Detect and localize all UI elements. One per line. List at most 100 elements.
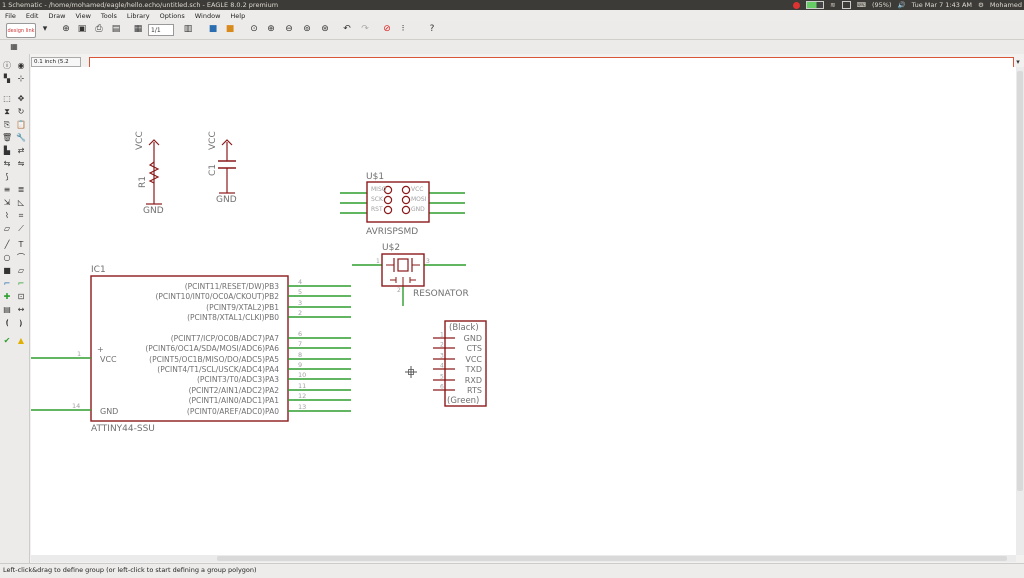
invoke-icon[interactable]: ▱ (3, 224, 11, 233)
group-select-icon[interactable]: ⬚ (3, 94, 11, 103)
warning-icon[interactable]: ▲ (17, 336, 25, 345)
move-icon[interactable]: ✥ (17, 94, 25, 103)
redo-icon[interactable]: ↷ (361, 24, 369, 34)
menu-options[interactable]: Options (159, 11, 185, 20)
value-icon[interactable]: ≣ (17, 185, 25, 194)
menu-tools[interactable]: Tools (100, 11, 117, 20)
go-icon[interactable]: ⁝ (401, 24, 405, 34)
command-history-chevron-icon[interactable]: ▾ (1016, 58, 1020, 66)
bluetooth-icon[interactable] (841, 1, 851, 9)
net-icon[interactable]: ⌐ (17, 279, 25, 288)
menu-library[interactable]: Library (126, 11, 150, 20)
optimize-icon[interactable]: ⌗ (18, 211, 24, 220)
ftdi-pin-number: 4 (440, 363, 444, 370)
wifi-icon[interactable]: ≋ (830, 1, 836, 9)
line-icon[interactable]: ⟋ (18, 224, 24, 233)
print-icon[interactable]: ⎙ (95, 24, 103, 34)
keyboard-icon[interactable]: ⌨ (856, 1, 866, 9)
copy-icon[interactable]: ⎘ (3, 120, 11, 129)
board-icon[interactable]: ■ (208, 24, 218, 34)
record-icon[interactable] (793, 1, 801, 9)
redraw-icon[interactable]: ⊚ (303, 24, 311, 34)
undo-icon[interactable]: ↶ (343, 24, 351, 34)
smash-icon[interactable]: ⇲ (3, 198, 11, 207)
mirror-icon[interactable]: ⧗ (4, 107, 10, 116)
circle-icon[interactable]: ○ (3, 253, 11, 262)
display-layers-icon[interactable]: ▚ (3, 74, 11, 83)
zoom-fit-icon[interactable]: ⊙ (250, 24, 258, 34)
attribute-icon[interactable]: ▤ (3, 305, 11, 314)
c1-part[interactable]: VCC C1 GND (208, 131, 237, 205)
pinswap-icon[interactable]: ⇆ (3, 159, 11, 168)
mark-icon[interactable]: ⊹ (17, 74, 25, 83)
miter-icon[interactable]: ◺ (17, 198, 25, 207)
rotate-icon[interactable]: ↻ (17, 107, 25, 116)
rectangle-icon[interactable]: ■ (3, 266, 11, 275)
horizontal-scrollbar[interactable] (31, 555, 1016, 562)
design-link-logo[interactable]: design link (6, 23, 36, 38)
arc-icon[interactable]: ⌒ (17, 253, 25, 262)
vertical-scrollbar[interactable] (1016, 67, 1024, 555)
ulp-icon[interactable]: ■ (225, 24, 235, 34)
sheet-icon[interactable]: ▦ (133, 24, 143, 34)
menu-help[interactable]: Help (230, 11, 246, 20)
wire-icon[interactable]: ╱ (4, 240, 10, 249)
zoom-out-icon[interactable]: ⊖ (285, 24, 293, 34)
info-icon[interactable]: ⓘ (3, 61, 11, 70)
ic1-pin-label: (PCINT2/AIN1/ADC2)PA2 (189, 386, 280, 395)
ic1-pin-number: 10 (298, 371, 306, 379)
schematic-canvas[interactable]: VCC R1 GND VCC C1 GND (31, 67, 1016, 555)
u2-part[interactable]: 1 3 2 U$2 RESONATOR (352, 243, 469, 306)
text-icon[interactable]: T (18, 240, 24, 249)
chevron-down-icon[interactable]: ▾ (42, 24, 48, 34)
save-icon[interactable]: ▣ (77, 24, 87, 34)
ic1-part[interactable]: 1 14 + VCC GND IC1 ATTINY44-SSU (PCINT11… (31, 265, 351, 434)
menu-draw[interactable]: Draw (48, 11, 66, 20)
cam-processor-icon[interactable]: ▤ (111, 24, 121, 34)
settings-gear-icon[interactable]: ⚙ (978, 1, 984, 9)
ic1-pin-number: 6 (298, 330, 302, 338)
bus-icon[interactable]: ⌐ (3, 279, 11, 288)
battery-text[interactable]: (95%) (871, 1, 892, 9)
schematic-drawing[interactable]: VCC R1 GND VCC C1 GND (31, 67, 1016, 555)
clock[interactable]: Tue Mar 7 1:43 AM (911, 1, 973, 9)
script-icon[interactable]: ▥ (183, 24, 193, 34)
menu-view[interactable]: View (75, 11, 91, 20)
grid-icon[interactable]: ▦ (10, 42, 18, 51)
help-icon[interactable]: ? (429, 24, 435, 34)
zoom-select-icon[interactable]: ⊛ (321, 24, 329, 34)
split-wire-icon[interactable]: ⌇ (5, 211, 9, 220)
dimension-icon[interactable]: ↔ (17, 305, 25, 314)
change-wrench-icon[interactable]: 🔧 (16, 133, 26, 142)
vertical-scroll-thumb[interactable] (1017, 71, 1023, 491)
split-icon[interactable]: ⟆ (5, 172, 9, 181)
sheet-selector[interactable]: 1/1 (148, 24, 174, 36)
replace-icon[interactable]: ⇄ (17, 146, 25, 155)
polygon-icon[interactable]: ▱ (17, 266, 25, 275)
erc-icon[interactable]: ✔ (3, 336, 11, 345)
ic1-pin-label: (PCINT0/AREF/ADC0)PA0 (187, 407, 279, 416)
horizontal-scroll-thumb[interactable] (217, 556, 1007, 561)
name-icon[interactable]: ≡ (3, 185, 11, 194)
open-icon[interactable]: ⊕ (62, 24, 70, 34)
r1-part[interactable]: VCC R1 GND (135, 131, 164, 216)
add-part-icon[interactable]: ▙ (3, 146, 11, 155)
u1-part[interactable]: MISO SCK RST VCC MOSI GND U$1 AVRISPSMD (340, 172, 465, 237)
frame-left-icon[interactable]: ⟬ (5, 318, 9, 327)
paste-icon[interactable]: 📋 (16, 120, 26, 129)
volume-icon[interactable]: 🔊 (897, 1, 906, 9)
junction-icon[interactable]: ✚ (3, 292, 11, 301)
zoom-in-icon[interactable]: ⊕ (267, 24, 275, 34)
user-name[interactable]: Mohamed (989, 1, 1022, 9)
label-icon[interactable]: ⊡ (17, 292, 25, 301)
gateswap-icon[interactable]: ⇋ (17, 159, 25, 168)
show-eye-icon[interactable]: ◉ (17, 61, 25, 70)
delete-icon[interactable]: 🗑 (2, 133, 13, 142)
u2-pin3: 3 (426, 258, 430, 265)
menu-edit[interactable]: Edit (25, 11, 39, 20)
menu-file[interactable]: File (5, 11, 16, 20)
stop-icon[interactable]: ⊘ (383, 24, 391, 34)
frame-right-icon[interactable]: ⟭ (19, 318, 23, 327)
menu-window[interactable]: Window (194, 11, 221, 20)
